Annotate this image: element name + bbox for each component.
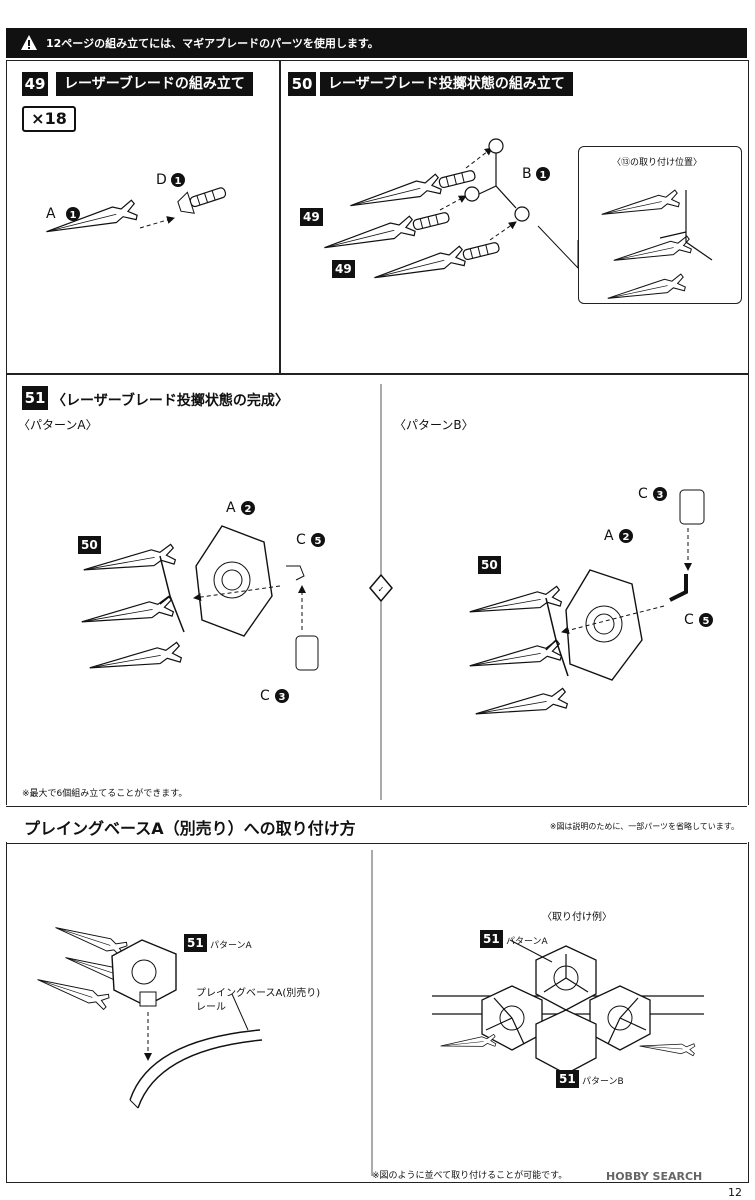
playing-base-note: ※図は説明のために、一部パーツを省略しています。 (549, 822, 739, 831)
step-50-title: レーザーブレード投擲状態の組み立て (320, 72, 573, 96)
step51-a-part-a: A (226, 500, 236, 516)
step-50-number: 50 (288, 72, 316, 96)
step50-ref-49-bottom: 49 (332, 260, 355, 278)
base-right-ref-a-label: パターンA (506, 937, 548, 947)
watermark: HOBBY SEARCH (606, 1170, 703, 1183)
playing-base-title: プレイングベースA（別売り）への取り付け方 (24, 819, 356, 838)
svg-text:3: 3 (657, 490, 664, 501)
base-label-line1: プレイングベースA(別売り) (196, 988, 321, 999)
max-assembly-note: ※最大で6個組み立てることができます。 (22, 789, 188, 799)
top-notice-bar: 12ページの組み立てには、マギアブレードのパーツを使用します。 (6, 28, 747, 58)
base-right-ref-b: 51 (556, 1070, 579, 1088)
step-51-title: 〈レーザーブレード投擲状態の完成〉 (52, 393, 289, 409)
svg-text:2: 2 (623, 532, 630, 543)
step51-b-part-c-bottom: C (684, 612, 694, 628)
svg-text:1: 1 (70, 210, 77, 221)
step49-part-d-label: D (156, 172, 167, 188)
base-attach-panel (6, 842, 749, 1183)
page-number: 12 (728, 1186, 742, 1199)
svg-text:1: 1 (175, 176, 182, 187)
pattern-b-label: 〈パターンB〉 (394, 418, 474, 432)
base-left-ref-51: 51 (184, 934, 207, 952)
base-right-ref-a: 51 (480, 930, 503, 948)
step51-b-ref-50: 50 (478, 556, 501, 574)
quantity-multiplier: ×18 (22, 106, 76, 132)
svg-text:3: 3 (279, 692, 286, 703)
svg-text:2: 2 (245, 504, 252, 515)
top-notice-text: 12ページの組み立てには、マギアブレードのパーツを使用します。 (46, 37, 379, 50)
svg-text:✓: ✓ (378, 585, 385, 594)
step-49-panel (6, 60, 280, 374)
step51-a-part-c-bottom: C (260, 688, 270, 704)
step51-b-part-c-top: C (638, 486, 648, 502)
svg-text:1: 1 (540, 170, 547, 181)
pattern-a-label: 〈パターンA〉 (18, 418, 98, 432)
base-right-ref-b-label: パターンB (582, 1077, 624, 1087)
step49-part-a-label: A (46, 206, 56, 222)
step-49-number: 49 (22, 72, 48, 96)
svg-text:5: 5 (703, 616, 710, 627)
base-label-line2: レール (196, 1002, 226, 1013)
step-51-number: 51 (22, 386, 48, 410)
step-50-panel (280, 60, 749, 374)
inset-title: 〈⑬の取り付け位置〉 (612, 158, 703, 168)
step51-a-part-c-top: C (296, 532, 306, 548)
warning-icon (21, 35, 37, 50)
arrangement-title: 〈取り付け例〉 (542, 912, 612, 923)
attach-position-inset (578, 146, 742, 304)
playing-base-section-header: プレイングベースA（別売り）への取り付け方 ※図は説明のために、一部パーツを省略… (6, 806, 747, 844)
step50-ref-49-top: 49 (300, 208, 323, 226)
step51-b-part-a: A (604, 528, 614, 544)
step51-a-ref-50: 50 (78, 536, 101, 554)
step-49-title: レーザーブレードの組み立て (56, 72, 253, 96)
base-left-ref-label: パターンA (210, 941, 252, 951)
svg-text:5: 5 (315, 536, 322, 547)
step-51-panel (6, 374, 749, 805)
arrangement-note: ※図のように並べて取り付けることが可能です。 (372, 1171, 568, 1181)
step50-part-b-label: B (522, 166, 532, 182)
